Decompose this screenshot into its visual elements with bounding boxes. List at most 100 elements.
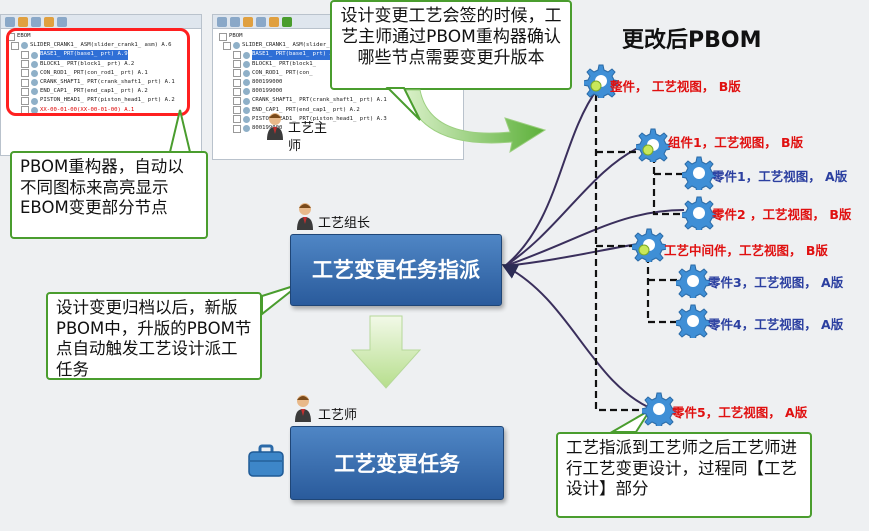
tree-row[interactable]: CRANK_SHAFT1_ PRT(crank_shaft1_ prt) A.1 <box>219 96 463 106</box>
gear-icon[interactable] <box>640 392 678 430</box>
task-label: 工艺变更任务 <box>334 452 460 476</box>
checkbox[interactable] <box>11 41 19 50</box>
tree-row[interactable]: CON_ROD1_ PRT(con_ <box>219 69 463 78</box>
tree-line <box>594 94 646 412</box>
person-icon <box>296 202 314 232</box>
toolbar-icon[interactable] <box>5 17 15 27</box>
tree-row[interactable]: PISTON_HEAD1_ PRT(piston_head1_ prt) A.3 <box>219 115 463 124</box>
tree-row-label: 800199000 <box>252 125 283 132</box>
toolbar-icon[interactable] <box>256 17 266 27</box>
part-icon <box>243 106 250 114</box>
gear-icon[interactable] <box>582 64 620 102</box>
tree-row-label: CON_ROD1_ PRT(con_ <box>252 69 313 76</box>
toolbar-icon[interactable] <box>217 17 227 27</box>
part-icon <box>243 115 250 123</box>
toolbar-icon[interactable] <box>269 17 279 27</box>
toolbar-icon[interactable] <box>31 17 41 27</box>
part-icon <box>243 79 250 87</box>
checkbox[interactable] <box>233 78 241 87</box>
toolbar-icon[interactable] <box>18 17 28 27</box>
tree-row[interactable]: SLIDER_CRANK1_ ASM(slider_crank1_ asm) A… <box>7 41 201 50</box>
down-arrow <box>350 315 422 389</box>
link-line <box>504 243 639 267</box>
checkbox[interactable] <box>233 124 241 133</box>
tree-row-label: BASE1_ PRT(base1_ prt) A.9 <box>252 50 340 60</box>
gear-icon[interactable] <box>680 196 718 234</box>
tree-row[interactable]: PISTON_HEAD1_ PRT(piston_head1_ prt) A.2 <box>7 96 201 106</box>
tree-row-label: END_CAP1_ PRT(end_cap1_ prt) A.2 <box>252 106 360 113</box>
task-box[interactable]: 工艺变更任务 <box>290 426 504 500</box>
part-icon <box>243 60 250 68</box>
tree-row-label: CRANK_SHAFT1_ PRT(crank_shaft1_ prt) A.1 <box>40 79 175 86</box>
part-icon <box>31 79 38 87</box>
link-line <box>504 145 643 267</box>
toolbar-icon[interactable] <box>44 17 54 27</box>
toolbar-icon[interactable] <box>57 17 67 27</box>
checkbox[interactable] <box>21 87 29 96</box>
tree-root[interactable]: PBOM <box>219 32 463 41</box>
callout-pointer <box>168 109 192 153</box>
tree-row-label: BLOCK1_ PRT(block1_ prt) A.2 <box>40 60 135 67</box>
gear-icon[interactable] <box>680 156 718 194</box>
checkbox[interactable] <box>233 60 241 69</box>
part-icon <box>31 106 38 114</box>
part-icon <box>31 60 38 68</box>
node-label: 零件4，工艺视图， A版 <box>708 317 844 332</box>
tree-row[interactable]: BASE1_ PRT(base1_ prt) A.9 <box>219 50 463 60</box>
checkbox[interactable] <box>233 97 241 106</box>
checkbox[interactable] <box>21 60 29 69</box>
toolbar-icon[interactable] <box>230 17 240 27</box>
link-line <box>501 264 651 409</box>
ebom-tree-panel: EBOM SLIDER_CRANK1_ ASM(slider_crank1_ a… <box>0 14 202 156</box>
person-label-engineer: 工艺师 <box>318 408 358 423</box>
checkbox[interactable] <box>21 69 29 78</box>
node-label: 零件5，工艺视图， A版 <box>672 405 808 420</box>
callout-left-text: PBOM重构器，自动以不同图标来高亮显示EBOM变更部分节点 <box>20 157 184 217</box>
checkbox[interactable] <box>21 51 29 59</box>
checkbox[interactable] <box>233 106 241 115</box>
node-label: 工艺中间件，工艺视图， B版 <box>664 243 828 258</box>
tree-row[interactable]: CON_ROD1_ PRT(con_rod1_ prt) A.1 <box>7 69 201 78</box>
tree-row-label: PISTON_HEAD1_ PRT(piston_head1_ prt) A.3 <box>252 115 387 122</box>
tree-row[interactable]: END_CAP1_ PRT(end_cap1_ prt) A.2 <box>219 106 463 115</box>
tree-row-label: BASE1_ PRT(base1_ prt) A.9 <box>40 50 128 60</box>
gear-icon[interactable] <box>674 264 712 302</box>
node-label: 零件1，工艺视图， A版 <box>712 169 848 184</box>
callout-top-text: 设计变更工艺会签的时候，工艺主师通过PBOM重构器确认哪些节点需要变更升版本 <box>340 6 562 68</box>
toolbar-icon[interactable] <box>282 17 292 27</box>
tree-row[interactable]: 800199000 <box>219 124 463 133</box>
curved-arrow <box>404 89 547 154</box>
checkbox[interactable] <box>219 32 227 41</box>
part-icon <box>31 97 38 105</box>
tree-row[interactable]: BLOCK1_ PRT(block1_ prt) A.2 <box>7 60 201 69</box>
gear-icon[interactable] <box>634 128 672 166</box>
toolbar-icon[interactable] <box>243 17 253 27</box>
link-line <box>504 209 685 267</box>
tree-line <box>646 256 676 324</box>
tree-line <box>652 156 680 216</box>
tree-row[interactable]: 800199000 <box>219 78 463 87</box>
callout-pointer <box>385 87 421 121</box>
checkbox[interactable] <box>233 69 241 78</box>
gear-icon[interactable] <box>674 304 712 342</box>
gear-icon[interactable] <box>630 228 668 266</box>
checkbox[interactable] <box>233 115 241 124</box>
node-label: 零件2 ，工艺视图， B版 <box>712 207 852 222</box>
checkbox[interactable] <box>223 41 231 50</box>
checkbox[interactable] <box>21 78 29 87</box>
briefcase-icon <box>248 444 284 478</box>
part-icon <box>243 97 250 105</box>
tree-row[interactable]: CRANK_SHAFT1_ PRT(crank_shaft1_ prt) A.1 <box>7 78 201 87</box>
tree-row[interactable]: BASE1_ PRT(base1_ prt) A.9 <box>7 50 201 60</box>
node-label: 整件， 工艺视图， B版 <box>610 79 741 94</box>
tree-row[interactable]: 800199000 <box>219 87 463 96</box>
task-assign-box[interactable]: 工艺变更任务指派 <box>290 234 502 306</box>
callout-left: PBOM重构器，自动以不同图标来高亮显示EBOM变更部分节点 <box>10 151 208 239</box>
checkbox[interactable] <box>233 51 241 59</box>
person-label-leader: 工艺组长 <box>318 216 371 231</box>
checkbox[interactable] <box>21 97 29 106</box>
tree-row[interactable]: BLOCK1_ PRT(block1_ <box>219 60 463 69</box>
tree-row[interactable]: END_CAP1_ PRT(end_cap1_ prt) A.2 <box>7 87 201 96</box>
checkbox[interactable] <box>233 87 241 96</box>
tree-row[interactable]: SLIDER_CRANK1_ ASM(slider_crank1_ asm) A… <box>219 41 463 50</box>
